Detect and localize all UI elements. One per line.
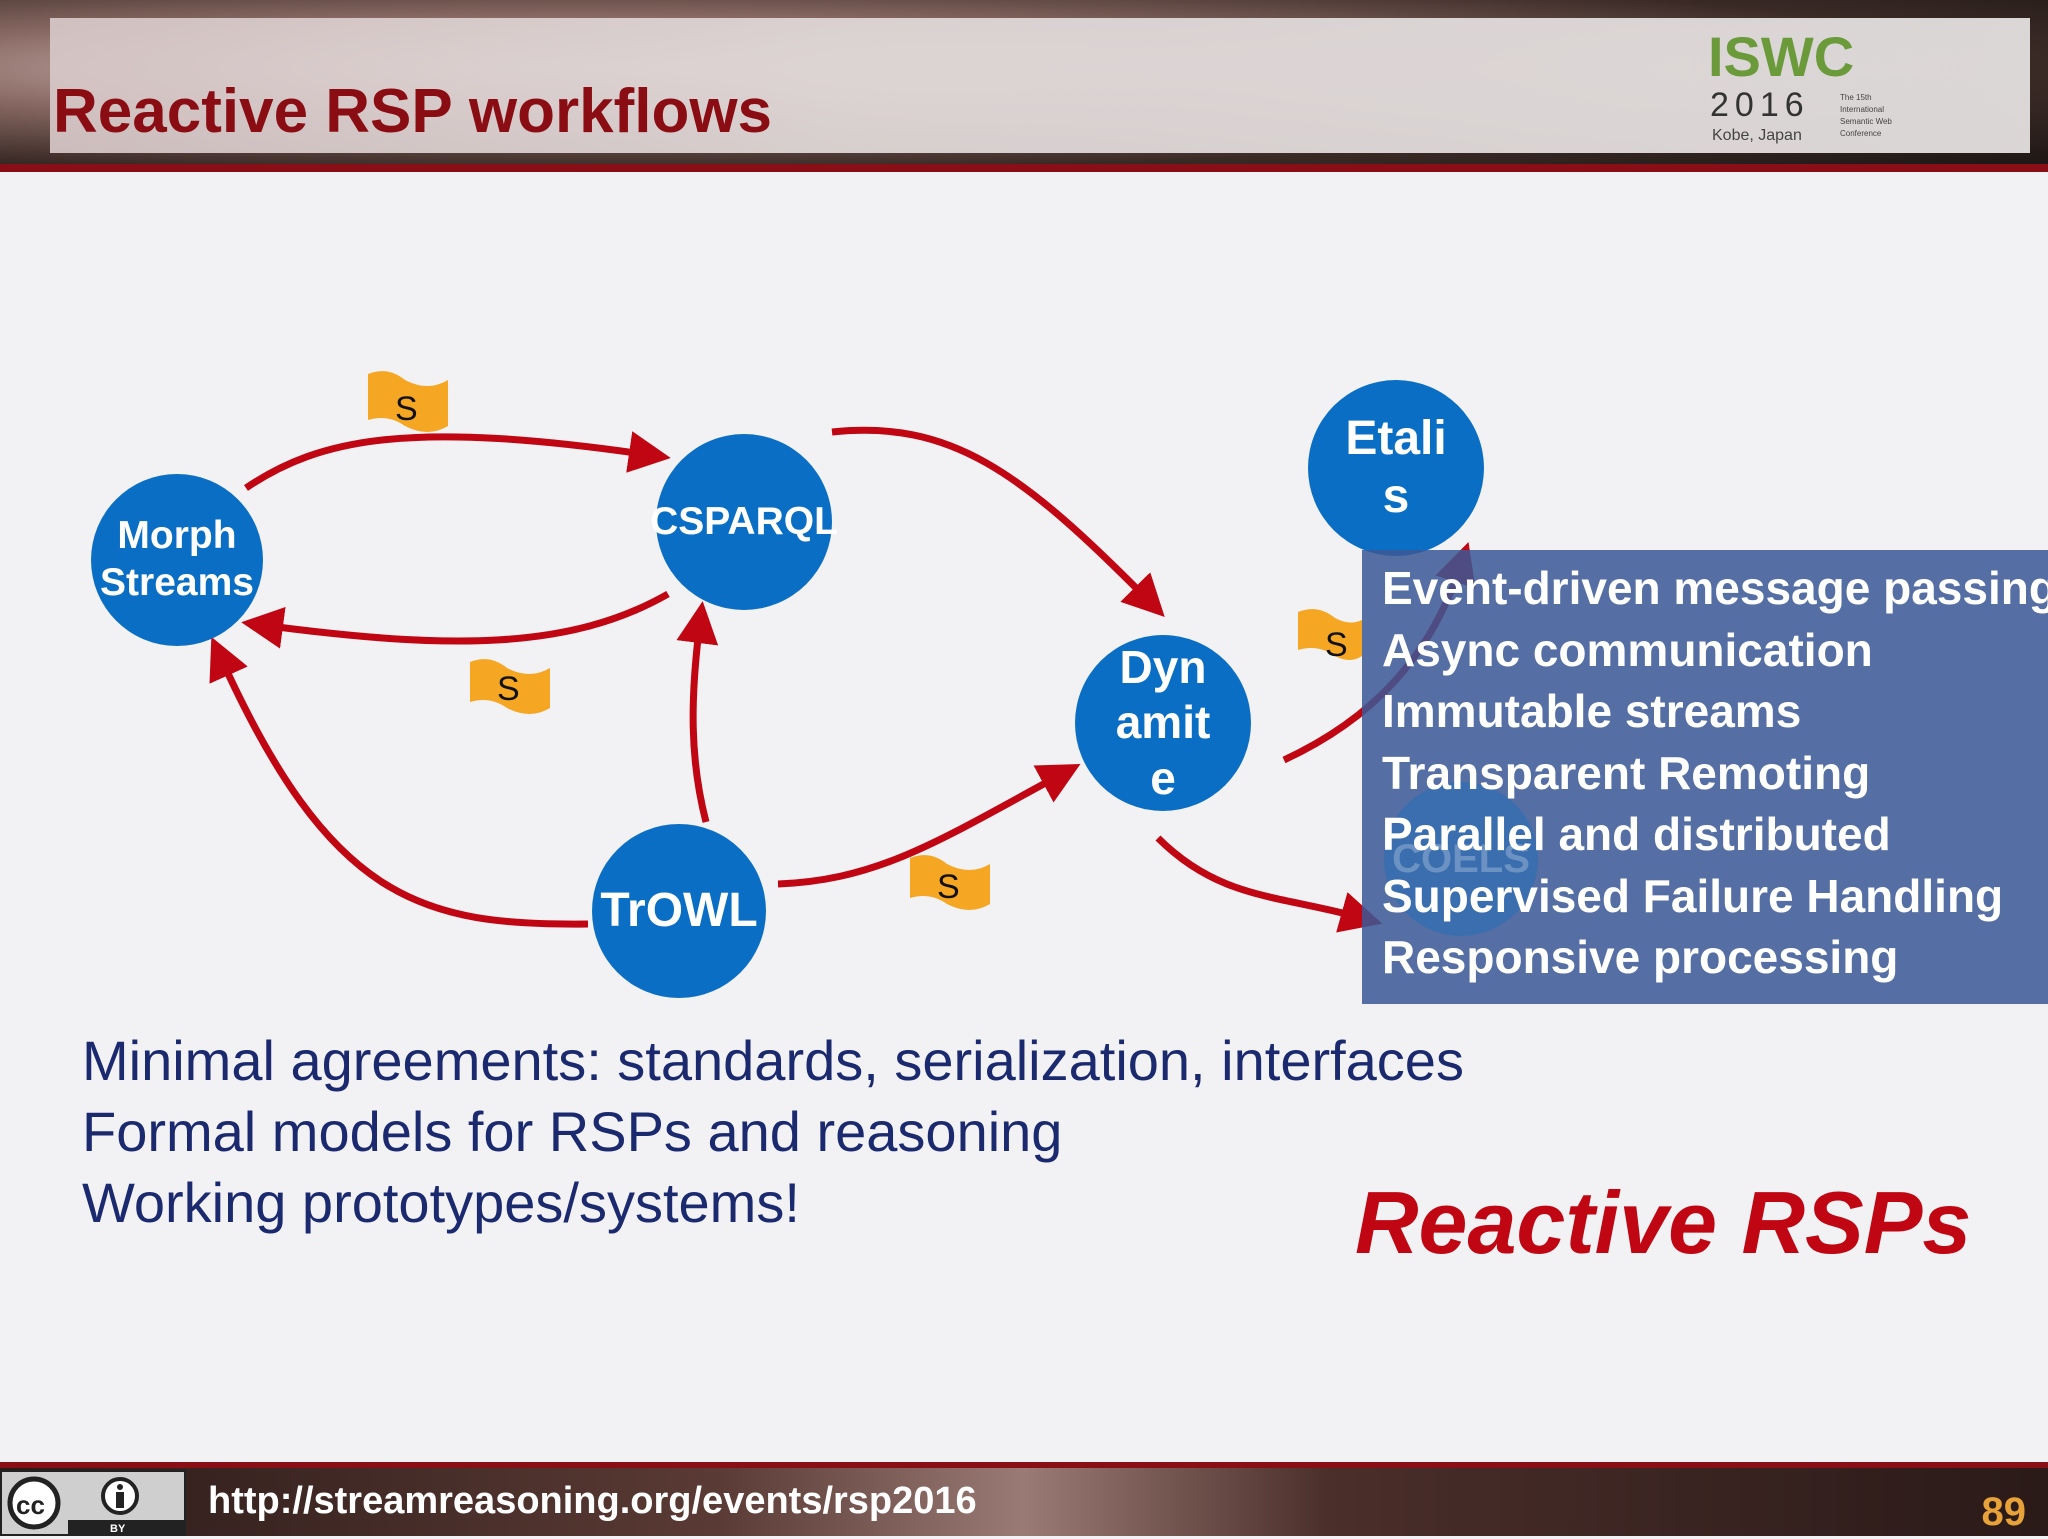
cc-by-icon: cc BY (2, 1472, 184, 1535)
header-panel (50, 18, 2030, 153)
stream-flag: S (368, 371, 448, 432)
stream-flag: S (910, 855, 990, 910)
feature-item: Immutable streams (1382, 685, 1802, 737)
node-csparql: CSPARQL (650, 434, 838, 610)
body-text: Minimal agreements: standards, serializa… (82, 1025, 1464, 1238)
svg-text:S: S (1325, 626, 1348, 664)
svg-text:S: S (497, 670, 520, 708)
slide-title: Reactive RSP workflows (53, 77, 773, 146)
feature-item: Event-driven message passing (1382, 562, 2048, 614)
node-dynamite: Dyn amit e (1075, 635, 1251, 811)
logo-location: Kobe, Japan (1712, 127, 1802, 144)
node-morph-streams: Morph Streams (91, 474, 263, 646)
arrow-csparql-to-dynamite (831, 426, 1165, 617)
license-label: BY (110, 1523, 126, 1534)
footer-divider (0, 1462, 2048, 1468)
logo-letters: ISWC (1708, 25, 1854, 88)
arrow-trowl-to-csparql (676, 601, 719, 823)
arrow-morph-to-csparql (244, 431, 671, 491)
node-trowl: TrOWL (592, 824, 766, 998)
logo-subtitle-3: Semantic Web (1840, 117, 1892, 126)
reactive-rsps-heading: Reactive RSPs (1355, 1173, 1972, 1272)
body-line: Working prototypes/systems! (82, 1171, 800, 1234)
feature-item: Transparent Remoting (1382, 746, 1871, 799)
logo-subtitle-4: Conference (1840, 129, 1882, 138)
cc-license-badge[interactable]: cc BY (0, 1470, 186, 1536)
feature-item: Async communication (1382, 623, 1873, 676)
logo-subtitle-2: International (1840, 105, 1884, 114)
arrow-dynamite-to-coels (1155, 835, 1383, 933)
iswc-logo: ISWC 2016 Kobe, Japan The 15th Internati… (1708, 25, 1892, 144)
header-divider (0, 164, 2048, 172)
arrow-trowl-to-dynamite (777, 764, 1081, 888)
logo-year: 2016 (1710, 86, 1810, 124)
feature-item: Supervised Failure Handling (1382, 869, 2004, 922)
footer-background (0, 1462, 2048, 1536)
body-line: Formal models for RSPs and reasoning (82, 1100, 1063, 1163)
svg-text:S: S (395, 390, 418, 428)
svg-text:S: S (937, 868, 960, 906)
page-number: 89 (1981, 1490, 2027, 1534)
stream-flag: S (1298, 609, 1362, 664)
body-line: Minimal agreements: standards, serializa… (82, 1029, 1464, 1092)
node-etalis: Etali s (1308, 380, 1484, 556)
reactive-features-panel: COELS Event-driven message passing Async… (1362, 550, 2048, 1004)
feature-item: Parallel and distributed (1382, 808, 1891, 860)
logo-subtitle-1: The 15th (1840, 93, 1872, 102)
feature-item: Responsive processing (1382, 931, 1899, 983)
svg-text:cc: cc (16, 1490, 45, 1520)
stream-flag: S (470, 659, 550, 714)
node-coels-hidden: COELS (1384, 782, 1538, 936)
arrow-csparql-to-morph (241, 590, 670, 649)
arrow-trowl-to-morph (209, 636, 589, 928)
footer-url-link[interactable]: http://streamreasoning.org/events/rsp201… (208, 1480, 977, 1522)
